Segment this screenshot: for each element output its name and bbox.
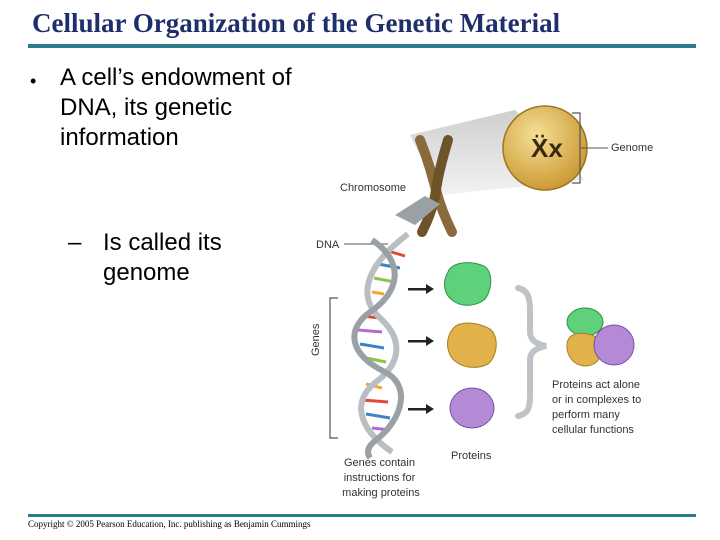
gene-to-protein-arrows bbox=[408, 284, 434, 414]
bullet-text-1: A cell’s endowment of DNA, its genetic i… bbox=[60, 64, 292, 151]
sub-bullet-marker: – bbox=[68, 229, 82, 256]
proteins-label: Proteins bbox=[451, 450, 492, 462]
bullet-marker: • bbox=[30, 71, 37, 91]
chromosome-label: Chromosome bbox=[340, 182, 406, 194]
grouping-brace bbox=[515, 285, 547, 419]
protein-complex bbox=[566, 307, 635, 367]
nucleus-chromosomes-icon: Ẍx bbox=[531, 133, 563, 163]
genes-caption: Genes contain instructions for making pr… bbox=[342, 457, 420, 499]
dna-label: DNA bbox=[316, 239, 340, 251]
copyright-notice: Copyright © 2005 Pearson Education, Inc.… bbox=[28, 519, 311, 529]
genes-bracket bbox=[329, 297, 338, 439]
dna-double-helix bbox=[351, 231, 410, 460]
bullet-text-2: Is called its genome bbox=[103, 229, 222, 286]
protein-green bbox=[444, 262, 492, 306]
chromosome-icon bbox=[415, 135, 457, 237]
title-divider bbox=[28, 44, 696, 48]
protein-purple bbox=[449, 387, 495, 429]
genome-label: Genome bbox=[611, 142, 653, 154]
zoom-arrow bbox=[395, 196, 440, 225]
function-caption: Proteins act alone or in complexes to pe… bbox=[552, 379, 644, 436]
genes-label: Genes bbox=[310, 323, 322, 356]
protein-gold bbox=[447, 322, 497, 368]
genome-figure: Ẍx Genome Chromosome DNA Gen bbox=[310, 105, 653, 499]
footer-divider bbox=[28, 514, 696, 517]
slide-title: Cellular Organization of the Genetic Mat… bbox=[32, 8, 561, 38]
